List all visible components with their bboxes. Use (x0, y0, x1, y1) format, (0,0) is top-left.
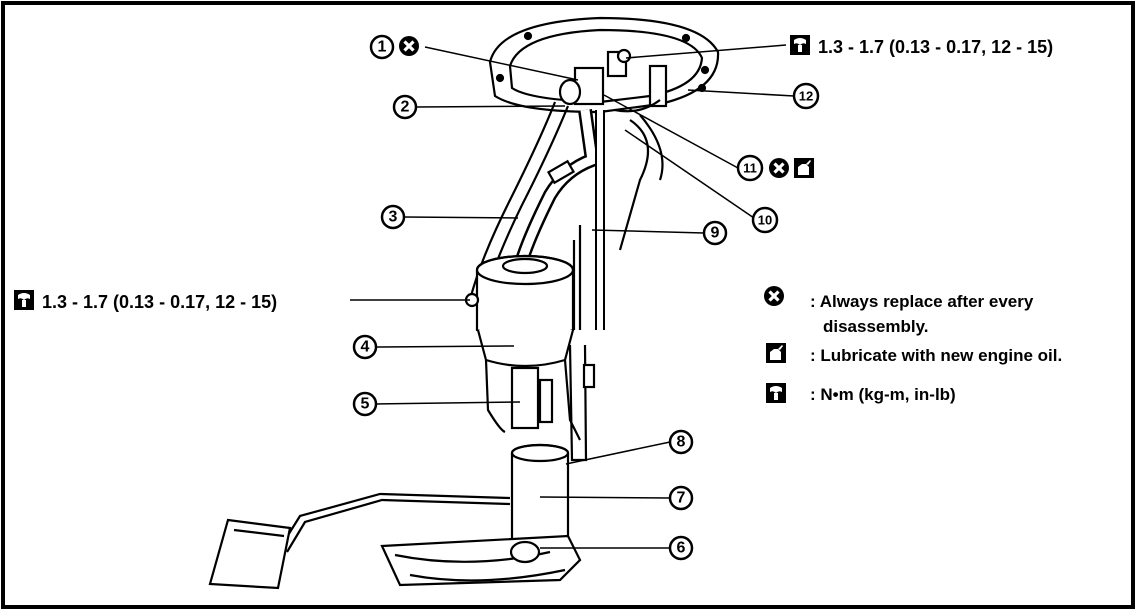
legend-x-circle-icon (762, 284, 786, 308)
oil-can-icon-part-11 (794, 158, 814, 178)
callout-5-label: 5 (361, 396, 370, 413)
replace-icon-part-11 (767, 156, 791, 180)
callout-10-label: 10 (758, 213, 772, 228)
legend-torque-wrench-icon (766, 383, 786, 403)
callout-3: 3 (380, 204, 406, 230)
callout-10: 10 (751, 206, 779, 234)
legend-units: : N•m (kg-m, in-lb) (810, 385, 956, 404)
callout-2-label: 2 (401, 99, 410, 116)
callout-4: 4 (352, 334, 378, 360)
callout-12-label: 12 (799, 89, 813, 104)
torque-spec-left: 1.3 - 1.7 (0.13 - 0.17, 12 - 15) (42, 292, 277, 312)
pump-illustration (208, 16, 720, 590)
callout-6: 6 (668, 535, 694, 561)
callout-2: 2 (392, 94, 418, 120)
callout-9: 9 (702, 220, 728, 246)
replace-icon-part-1 (397, 34, 421, 58)
callout-9-label: 9 (711, 225, 720, 242)
torque-spec-top: 1.3 - 1.7 (0.13 - 0.17, 12 - 15) (818, 37, 1053, 57)
callout-7-label: 7 (677, 490, 686, 507)
callout-7: 7 (668, 485, 694, 511)
torque-wrench-icon-top (790, 35, 810, 55)
callout-4-label: 4 (361, 339, 370, 356)
legend-oil-can-icon (766, 343, 786, 363)
callout-11-label: 11 (743, 161, 757, 176)
callout-3-label: 3 (389, 209, 398, 226)
callout-1-label: 1 (378, 39, 387, 56)
callout-8-label: 8 (677, 434, 686, 451)
legend-replace-line1: : Always replace after every (810, 292, 1034, 311)
legend: : Always replace after every disassembly… (762, 284, 1062, 404)
leader-lines (350, 44, 795, 549)
legend-lubricate: : Lubricate with new engine oil. (810, 346, 1062, 365)
callout-numbers: 1 2 3 4 5 6 7 8 9 10 11 12 (352, 34, 820, 561)
callout-8: 8 (668, 429, 694, 455)
callout-5: 5 (352, 391, 378, 417)
callout-6-label: 6 (677, 540, 686, 557)
callout-1: 1 (369, 34, 395, 60)
callout-11: 11 (736, 154, 764, 182)
legend-replace-line2: disassembly. (823, 317, 929, 336)
torque-wrench-icon-left (14, 290, 34, 310)
callout-12: 12 (792, 82, 820, 110)
